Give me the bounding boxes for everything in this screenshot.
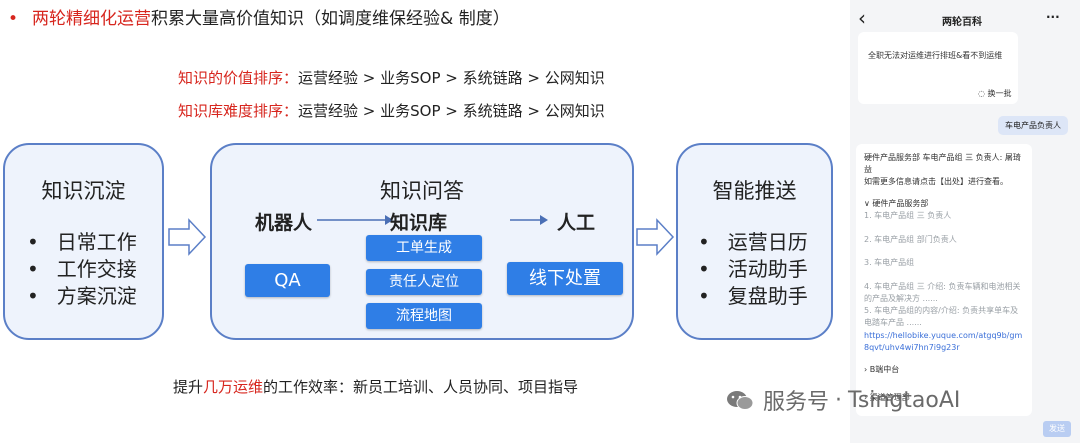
source-link[interactable]: https://hellobike.yuque.com/atgq9b/gm8qv… [864, 331, 1023, 352]
list-item: 日常工作 [27, 229, 137, 256]
watermark: 服务号 · TsingtaoAI [725, 384, 960, 416]
refresh-icon: ◌ [978, 89, 985, 98]
footer-rest: 的工作效率：新员工培训、人员协同、项目指导 [263, 378, 579, 396]
chat-header: ‹ 两轮百科 ··· [850, 0, 1080, 38]
list-item: 复盘助手 [698, 283, 808, 310]
chevron-right-icon: › [864, 365, 868, 374]
sub-section-channel-label: 渠道管理部 [869, 393, 910, 402]
wechat-icon [727, 391, 754, 410]
send-button[interactable]: 发送 [1043, 421, 1071, 437]
section-toggle[interactable]: ∨ 硬件产品服务部 [864, 198, 928, 210]
value-sort-row: 知识的价值排序：运营经验 > 业务SOP > 系统链路 > 公网知识 [178, 67, 605, 88]
owner-locate-button[interactable]: 责任人定位 [366, 269, 482, 295]
smart-push-list: 运营日历 活动助手 复盘助手 [698, 229, 808, 310]
difficulty-sort-row: 知识库难度排序：运营经验 > 业务SOP > 系统链路 > 公网知识 [178, 100, 605, 121]
title-bullet: • [8, 9, 19, 29]
hollow-arrow-right-icon [168, 218, 207, 256]
more-icon[interactable]: ··· [1046, 10, 1060, 24]
difficulty-sort-label: 知识库难度排序： [178, 102, 299, 120]
watermark-prefix: 服务号 [763, 390, 830, 415]
flow-knowledge-base: 知识库 [390, 212, 448, 234]
flow-arrow-icon [510, 215, 548, 225]
entry-item[interactable]: 2. 车电产品组 部门负责人 [864, 235, 957, 244]
value-sort-text: 运营经验 > 业务SOP > 系统链路 > 公网知识 [298, 69, 605, 87]
suggestion-bubble: 全职无法对运维进行排班&看不到运维 ◌ 换一批 [858, 32, 1018, 104]
entry-item[interactable]: 5. 车电产品组的内容/介绍: 负责共享单车及电踏车产品 ...... [864, 306, 1019, 327]
list-item: 工作交接 [27, 256, 137, 283]
watermark-name: TsingtaoAI [848, 387, 961, 413]
entry-item[interactable]: 4. 车电产品组 三 介绍: 负责车辆和电池相关的产品及解决方 ...... [864, 282, 1021, 303]
knowledge-deposit-box: 知识沉淀 日常工作 工作交接 方案沉淀 [3, 143, 164, 340]
section-label: 硬件产品服务部 [872, 199, 929, 208]
footer-highlight: 几万运维 [203, 378, 264, 396]
process-map-button[interactable]: 流程地图 [366, 303, 482, 329]
entry-item[interactable]: 1. 车电产品组 三 负责人 [864, 211, 952, 220]
smart-push-title: 智能推送 [712, 179, 797, 203]
answer-line2: 如需更多信息请点击【出处】进行查看。 [864, 177, 1008, 186]
back-icon[interactable]: ‹ [858, 6, 866, 30]
entry-item[interactable]: 3. 车电产品组 [864, 258, 915, 267]
title-highlight: 两轮精细化运营 [32, 9, 152, 29]
answer-bubble: 硬件产品服务部 车电产品组 三 负责人: 屠琦益 如需更多信息请点击【出处】进行… [856, 144, 1032, 416]
ticket-generation-button[interactable]: 工单生成 [366, 235, 482, 261]
suggestion-text[interactable]: 全职无法对运维进行排班&看不到运维 [868, 51, 1003, 60]
user-message: 车电产品负责人 [998, 116, 1068, 135]
hollow-arrow-right-icon [636, 218, 675, 256]
flow-robot: 机器人 [255, 212, 313, 234]
sub-section-b-label: B端中台 [869, 365, 900, 374]
difficulty-sort-text: 运营经验 > 业务SOP > 系统链路 > 公网知识 [298, 102, 605, 120]
title-rest: 积累大量高价值知识（如调度维保经验& 制度） [151, 9, 510, 29]
footer-prefix: 提升 [173, 378, 204, 396]
smart-push-box: 智能推送 运营日历 活动助手 复盘助手 [676, 143, 833, 340]
answer-line1: 硬件产品服务部 车电产品组 三 负责人: 屠琦益 [864, 153, 1021, 174]
qa-button[interactable]: QA [245, 264, 330, 297]
flow-human: 人工 [557, 212, 596, 234]
sub-section-b[interactable]: › B端中台 [864, 364, 899, 376]
flow-arrow-icon [317, 215, 393, 225]
list-item: 活动助手 [698, 256, 808, 283]
knowledge-deposit-list: 日常工作 工作交接 方案沉淀 [27, 229, 137, 310]
knowledge-qa-title: 知识问答 [380, 179, 464, 203]
chevron-down-icon: ∨ [864, 199, 870, 208]
watermark-sep: · [835, 387, 843, 413]
refresh-label: 换一批 [987, 89, 1012, 98]
chevron-right-icon: › [864, 393, 868, 402]
value-sort-label: 知识的价值排序： [178, 69, 299, 87]
slide-title: • 两轮精细化运营积累大量高价值知识（如调度维保经验& 制度） [8, 4, 510, 29]
offline-handling-button[interactable]: 线下处置 [507, 262, 623, 295]
footer-text: 提升几万运维的工作效率：新员工培训、人员协同、项目指导 [173, 376, 578, 397]
chat-panel: ‹ 两轮百科 ··· 全职无法对运维进行排班&看不到运维 ◌ 换一批 车电产品负… [850, 0, 1080, 443]
list-item: 方案沉淀 [27, 283, 137, 310]
refresh-button[interactable]: ◌ 换一批 [978, 88, 1012, 99]
sub-section-channel[interactable]: › 渠道管理部 [864, 392, 910, 404]
knowledge-deposit-title: 知识沉淀 [41, 179, 126, 203]
list-item: 运营日历 [698, 229, 808, 256]
chat-title: 两轮百科 [942, 17, 982, 28]
